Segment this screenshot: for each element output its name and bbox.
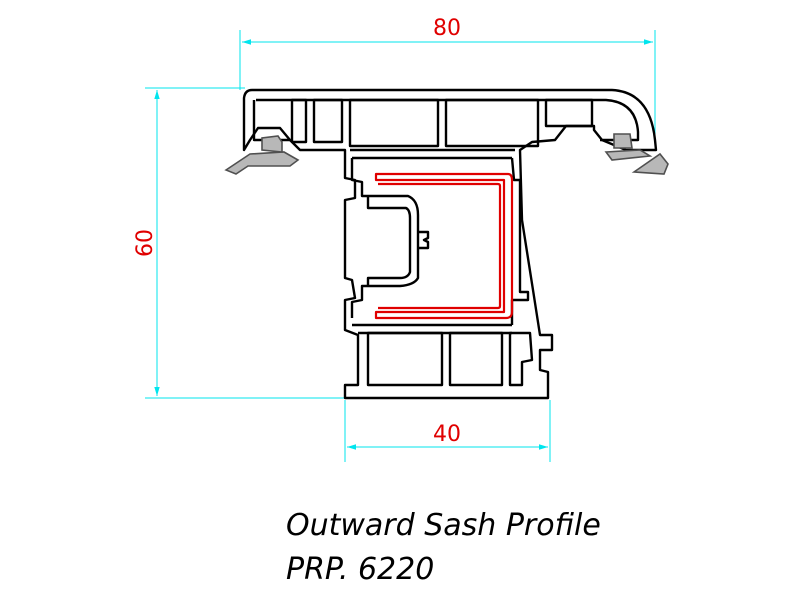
top-chamber-1: [290, 98, 308, 144]
gasket-left-head: [261, 135, 283, 153]
top-chamber-2: [312, 98, 344, 144]
cavity-clip: [418, 230, 430, 250]
top-chamber-5: [544, 98, 594, 128]
top-chamber-3: [348, 98, 440, 148]
reinforcement-inner: [378, 182, 502, 310]
profile-title: Outward Sash Profile: [286, 508, 601, 543]
reinforcement-outer: [374, 172, 514, 320]
cavity-inner-step: [366, 196, 412, 286]
base-width-label: 40: [433, 422, 461, 447]
gasket-right: [631, 152, 669, 175]
cavity-left-wall: [350, 158, 420, 318]
top-chamber-4: [444, 98, 540, 148]
profile-section: [242, 88, 658, 400]
cavity-right-wall: [510, 157, 530, 325]
profile-outer-contour: [242, 88, 658, 400]
width-label: 80: [433, 16, 461, 41]
gasket-right-head: [613, 133, 633, 149]
gasket-right-base: [604, 149, 653, 161]
bottom-chamber-2: [448, 331, 504, 387]
gasket-left: [224, 151, 300, 175]
dimension-labels: 80 40 60: [133, 16, 461, 447]
bottom-chamber-3: [508, 331, 534, 387]
steel-reinforcement: [374, 172, 514, 320]
profile-code: PRP. 6220: [286, 552, 435, 587]
dimension-lines: [145, 30, 656, 462]
gaskets: [224, 133, 669, 175]
bottom-chamber-1: [366, 331, 444, 387]
height-label: 60: [133, 229, 158, 257]
